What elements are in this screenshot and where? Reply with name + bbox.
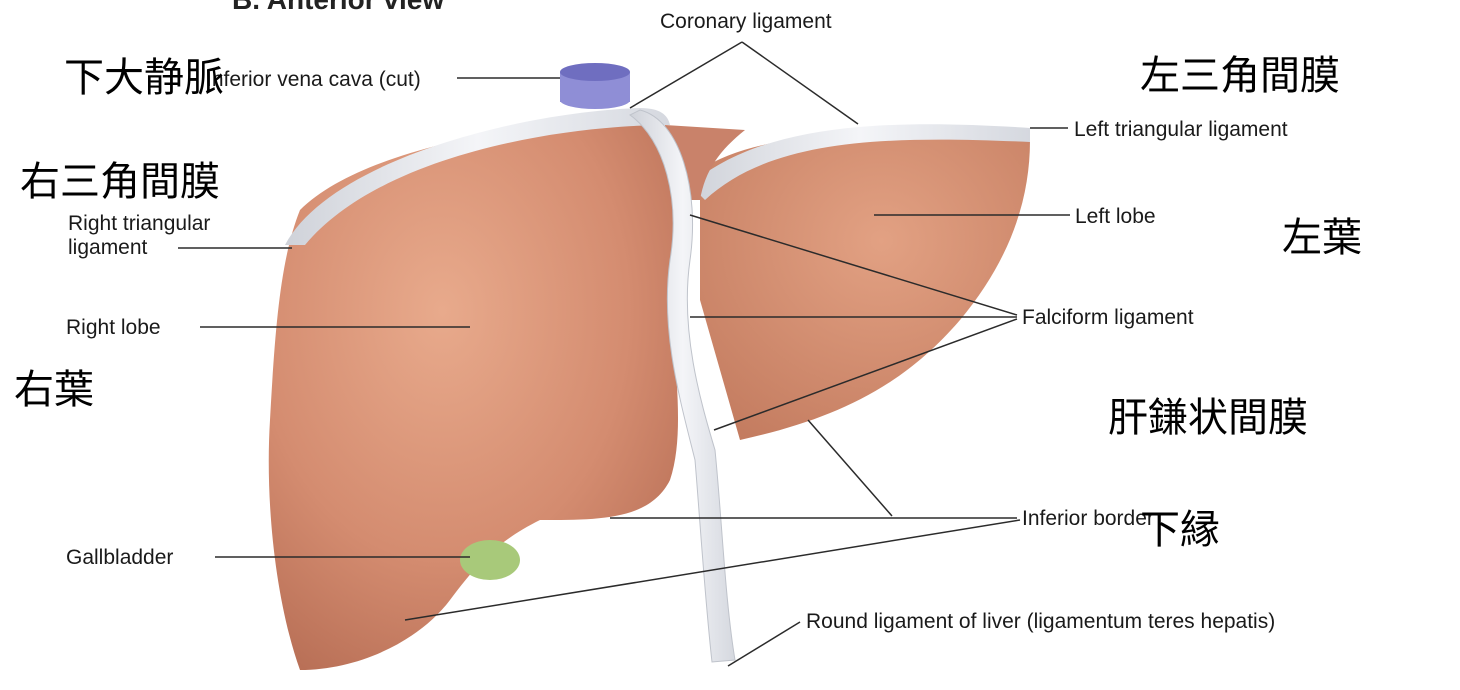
label-inferior-border-jp: 下縁	[1140, 510, 1220, 550]
label-left-lobe-jp: 左葉	[1282, 218, 1362, 258]
label-gallbladder: Gallbladder	[66, 546, 173, 569]
left-lobe-shape	[700, 134, 1030, 440]
gallbladder-shape	[460, 540, 520, 580]
label-right-triangular-line2: ligament	[68, 236, 147, 259]
label-left-lobe-en: Left lobe	[1075, 205, 1156, 228]
label-ivc-jp: 下大静脈	[64, 58, 224, 98]
label-falciform-ligament: Falciform ligament	[1022, 306, 1194, 329]
label-right-lobe-en: Right lobe	[66, 316, 161, 339]
label-coronary-ligament: Coronary ligament	[660, 10, 832, 33]
label-round-ligament: Round ligament of liver (ligamentum tere…	[806, 610, 1275, 633]
label-left-triangular-jp: 左三角間膜	[1140, 56, 1340, 96]
label-right-triangular-jp: 右三角間膜	[20, 162, 220, 202]
ivc-shape	[560, 63, 630, 109]
label-left-triangular-ligament: Left triangular ligament	[1074, 118, 1288, 141]
label-right-triangular-line1: Right triangular	[68, 212, 210, 235]
label-falciform-jp: 肝鎌状間膜	[1108, 398, 1308, 438]
label-ivc-en: Inferior vena cava (cut)	[206, 68, 421, 91]
label-inferior-border: Inferior border	[1022, 507, 1154, 530]
view-title: B. Anterior view	[232, 0, 444, 16]
label-right-lobe-jp: 右葉	[14, 370, 94, 410]
